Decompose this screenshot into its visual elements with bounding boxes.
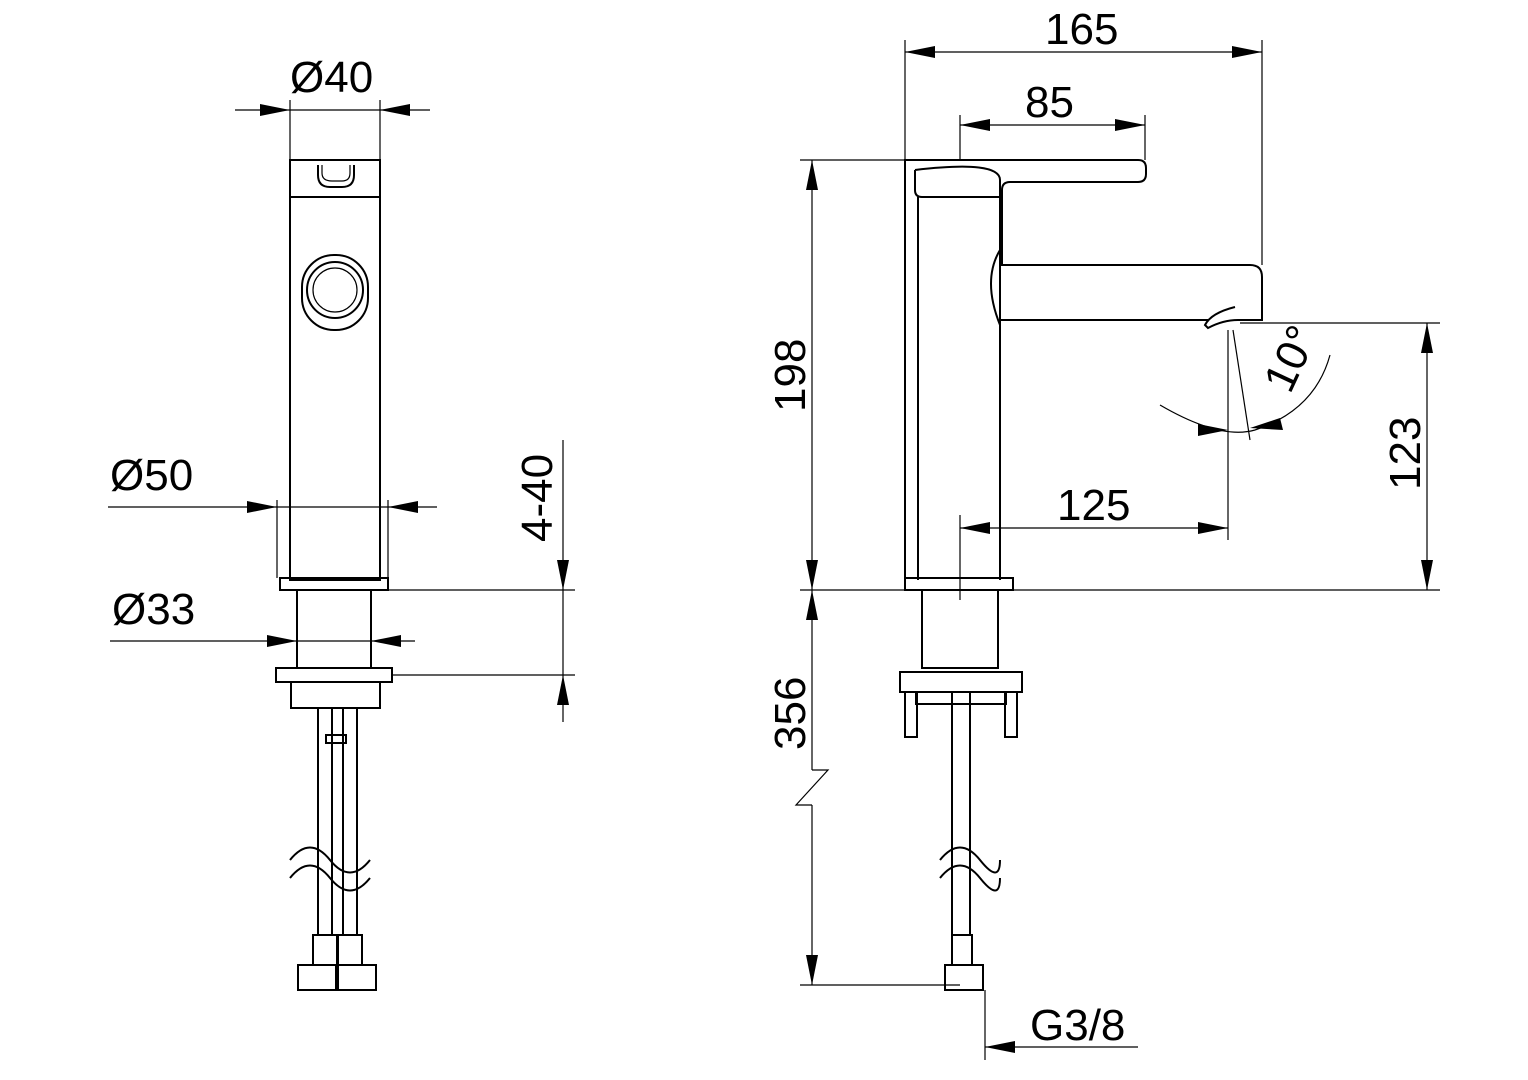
supply-hose-front xyxy=(939,692,1001,991)
dim-spout-reach: 125 xyxy=(1057,481,1130,530)
dim-total-depth: 165 xyxy=(1045,5,1118,54)
dim-lever-length: 85 xyxy=(1025,78,1074,127)
side-dimensions: Ø40 Ø50 Ø33 4-40 xyxy=(108,53,575,722)
dim-thread: G3/8 xyxy=(1030,1001,1125,1050)
faucet-body-side xyxy=(275,159,393,709)
dim-spout-height: 123 xyxy=(1381,417,1430,490)
dim-dia-neck: Ø33 xyxy=(112,585,195,634)
dim-spout-angle: 10° xyxy=(1255,318,1328,399)
dim-hose-length: 356 xyxy=(766,677,815,750)
faucet-body-front xyxy=(899,159,1263,738)
dim-dia-top: Ø40 xyxy=(290,53,373,102)
dim-dia-body: Ø50 xyxy=(110,451,193,500)
dim-height: 198 xyxy=(766,339,815,412)
front-dimensions: 165 85 198 125 123 xyxy=(766,5,1440,1060)
side-view: Ø40 Ø50 Ø33 4-40 xyxy=(108,53,575,991)
dim-deck-thickness: 4-40 xyxy=(513,454,562,542)
supply-hoses-side xyxy=(289,708,377,991)
front-view: 165 85 198 125 123 xyxy=(766,5,1440,1060)
